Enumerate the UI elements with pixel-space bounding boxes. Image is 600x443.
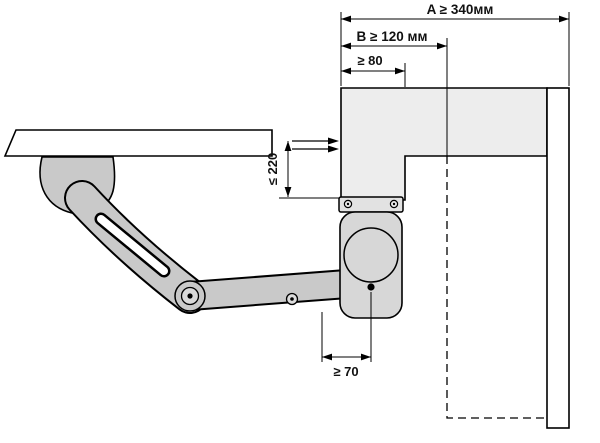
hidden-edge-dashed — [446, 156, 547, 419]
plate-screw-right-dot — [392, 202, 396, 206]
dim-a-arrow-left — [341, 15, 351, 23]
dim-top-label: ≥ 80 — [357, 53, 382, 68]
dim-bottom-label: ≥ 70 — [333, 364, 358, 379]
cable-entry-group — [292, 137, 339, 153]
elbow-joint-dot — [187, 293, 193, 299]
plate-screw-left-dot — [346, 202, 350, 206]
dim-a-label: A ≥ 340мм — [427, 2, 494, 17]
cable-arrow-top — [328, 137, 339, 145]
motor-shaft-dot — [367, 283, 375, 291]
link-screw-dot — [290, 297, 294, 301]
dim-b-label: B ≥ 120 мм — [357, 29, 428, 44]
gate-leaf — [3, 129, 273, 157]
dim-top-arrow-right — [395, 67, 405, 75]
structure-group — [340, 87, 570, 429]
dimension-a-group: A ≥ 340мм — [340, 2, 570, 86]
dimension-side-group: ≤ 220 — [265, 141, 339, 199]
dim-b-arrow-right — [437, 42, 447, 50]
dimension-top-group: ≥ 80 — [341, 53, 406, 87]
dim-bottom-arrow-left — [322, 353, 332, 361]
post — [546, 87, 570, 429]
articulated-arm-group — [39, 156, 375, 314]
dimension-b-group: B ≥ 120 мм — [341, 29, 448, 156]
dim-side-label: ≤ 220 — [265, 153, 280, 185]
dim-b-arrow-left — [341, 42, 351, 50]
dim-side-arrow-top — [284, 141, 292, 151]
arm-slot — [97, 215, 168, 275]
dim-side-arrow-bottom — [284, 187, 292, 197]
motor-hub — [343, 227, 399, 283]
cable-arrow-bottom — [328, 145, 339, 153]
dim-bottom-arrow-right — [361, 353, 371, 361]
dim-a-arrow-right — [559, 15, 569, 23]
dimension-bottom-group: ≥ 70 — [321, 292, 372, 379]
dim-top-arrow-left — [341, 67, 351, 75]
lintel-and-pillar — [340, 87, 548, 201]
straight-arm — [177, 270, 373, 309]
